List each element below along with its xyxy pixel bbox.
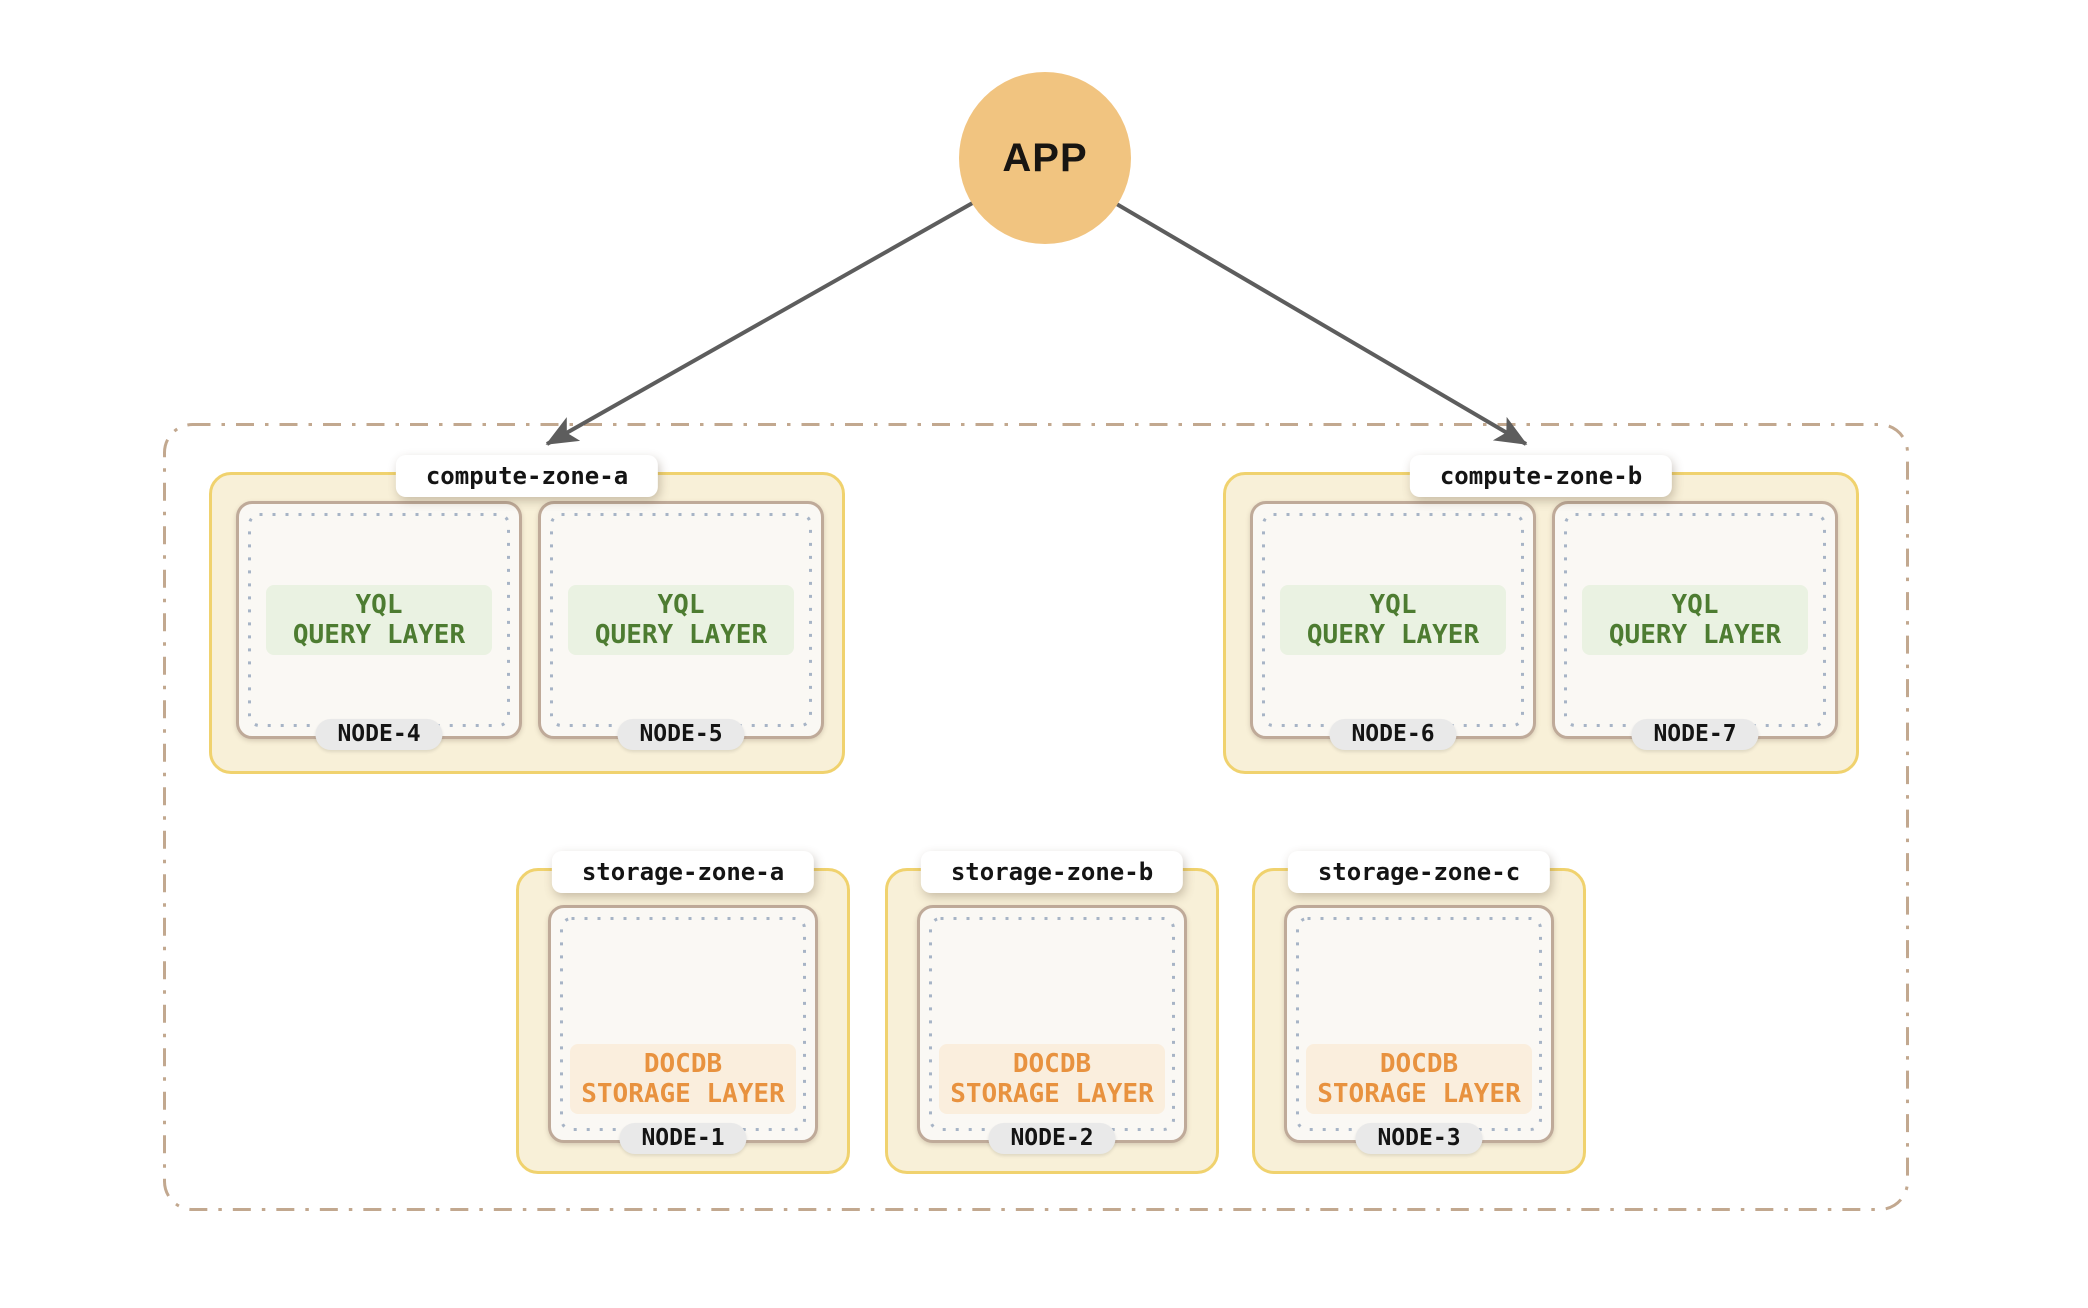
layer-line-2: QUERY LAYER [1608,620,1782,650]
layer-line-2: QUERY LAYER [594,620,768,650]
compute-zone-a-label: compute-zone-a [395,455,659,497]
storage-node-1: DOCDB STORAGE LAYER NODE-1 [548,905,818,1154]
node-name-pill: NODE-3 [1355,1123,1483,1154]
storage-zone-b-label: storage-zone-b [920,851,1184,893]
layer-line-2: QUERY LAYER [1306,620,1480,650]
node-name-pill: NODE-4 [315,719,443,750]
storage-zone-c-label: storage-zone-c [1287,851,1551,893]
node-name-pill: NODE-7 [1631,719,1759,750]
compute-node-4: YQL QUERY LAYER NODE-4 [236,501,522,750]
compute-node-6: YQL QUERY LAYER NODE-6 [1250,501,1536,750]
storage-zone-a-label: storage-zone-a [551,851,815,893]
docdb-storage-layer-badge: DOCDB STORAGE LAYER [570,1044,796,1114]
layer-line-1: DOCDB [1379,1049,1459,1079]
storage-node-3: DOCDB STORAGE LAYER NODE-3 [1284,905,1554,1154]
compute-node-7: YQL QUERY LAYER NODE-7 [1552,501,1838,750]
yql-query-layer-badge: YQL QUERY LAYER [1280,585,1506,655]
layer-line-2: QUERY LAYER [292,620,466,650]
yql-query-layer-badge: YQL QUERY LAYER [266,585,492,655]
arrow-app-to-compute-zone-a [545,160,1046,446]
node-name-pill: NODE-5 [617,719,745,750]
storage-zone-c: storage-zone-c DOCDB STORAGE LAYER NODE-… [1252,851,1586,1174]
compute-node-5: YQL QUERY LAYER NODE-5 [538,501,824,750]
layer-line-1: YQL [355,590,403,620]
layer-line-2: STORAGE LAYER [950,1079,1154,1109]
layer-line-1: DOCDB [643,1049,723,1079]
storage-node-2: DOCDB STORAGE LAYER NODE-2 [917,905,1187,1154]
app-label: APP [1002,135,1088,180]
yql-query-layer-badge: YQL QUERY LAYER [1582,585,1808,655]
app-circle: APP [959,72,1131,244]
compute-zone-b: compute-zone-b YQL QUERY LAYER NODE-6 YQ… [1223,455,1859,774]
layer-line-2: STORAGE LAYER [1317,1079,1521,1109]
node-name-pill: NODE-2 [988,1123,1116,1154]
layer-line-1: DOCDB [1012,1049,1092,1079]
compute-zone-b-label: compute-zone-b [1409,455,1673,497]
yql-query-layer-badge: YQL QUERY LAYER [568,585,794,655]
docdb-storage-layer-badge: DOCDB STORAGE LAYER [1306,1044,1532,1114]
storage-zone-a: storage-zone-a DOCDB STORAGE LAYER NODE-… [516,851,850,1174]
layer-line-1: YQL [657,590,705,620]
compute-zone-a: compute-zone-a YQL QUERY LAYER NODE-4 YQ… [209,455,845,774]
node-name-pill: NODE-1 [619,1123,747,1154]
docdb-storage-layer-badge: DOCDB STORAGE LAYER [939,1044,1165,1114]
node-name-pill: NODE-6 [1329,719,1457,750]
layer-line-1: YQL [1369,590,1417,620]
layer-line-2: STORAGE LAYER [581,1079,785,1109]
layer-line-1: YQL [1671,590,1719,620]
storage-zone-b: storage-zone-b DOCDB STORAGE LAYER NODE-… [885,851,1219,1174]
